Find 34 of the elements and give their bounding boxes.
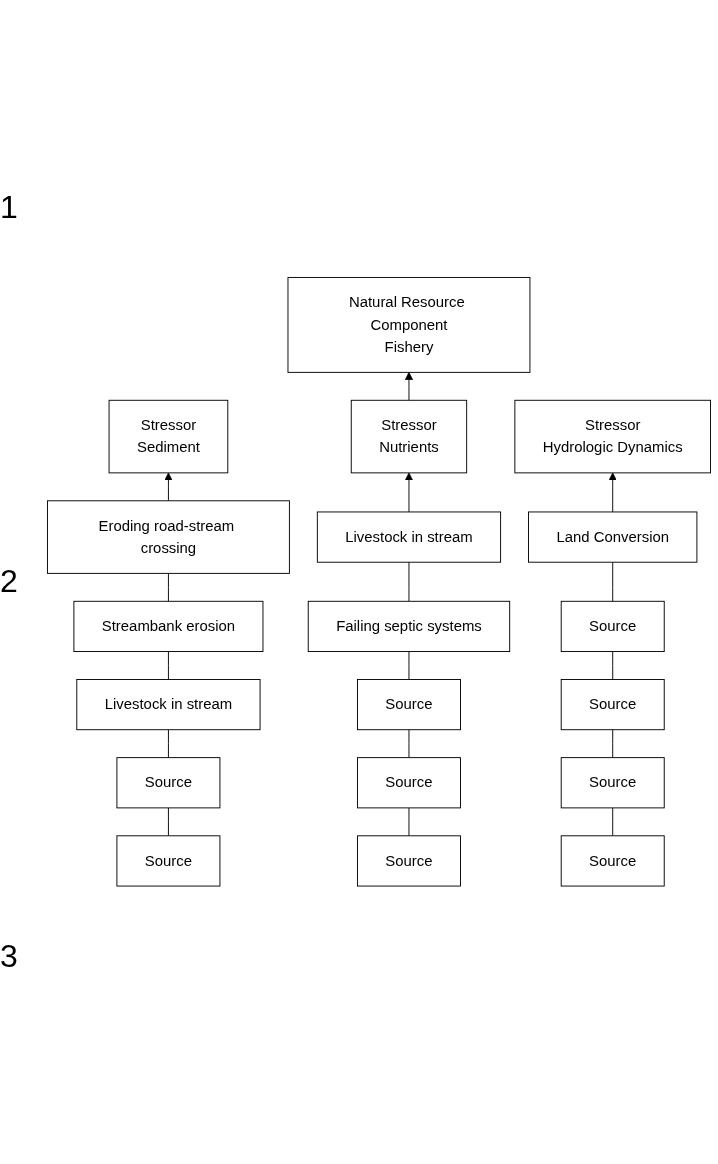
node-box: Stressor Nutrients bbox=[350, 400, 468, 474]
connector bbox=[612, 562, 614, 602]
node-box: Source bbox=[560, 757, 665, 809]
node-box: Natural Resource Component Fishery bbox=[287, 277, 531, 374]
row-number: 1 bbox=[0, 188, 19, 226]
connector bbox=[408, 651, 410, 681]
node-box: Source bbox=[116, 835, 221, 887]
node-box: Source bbox=[560, 835, 665, 887]
node-box: Stressor Sediment bbox=[108, 400, 229, 474]
connector bbox=[408, 562, 410, 602]
node-box: Livestock in stream bbox=[76, 679, 261, 731]
node-box: Eroding road-stream crossing bbox=[47, 500, 290, 575]
node-box: Source bbox=[357, 679, 461, 731]
connector bbox=[167, 729, 169, 759]
node-box: Livestock in stream bbox=[316, 511, 502, 563]
connector bbox=[167, 573, 169, 602]
node-box: Land Conversion bbox=[528, 511, 698, 563]
connector bbox=[612, 729, 614, 759]
node-box: Source bbox=[560, 679, 665, 731]
node-box: Source bbox=[357, 757, 461, 809]
node-box: Failing septic systems bbox=[307, 601, 511, 653]
row-number: 2 bbox=[0, 563, 19, 601]
connector bbox=[612, 651, 614, 681]
connector bbox=[612, 807, 614, 837]
node-box: Source bbox=[560, 601, 665, 653]
node-box: Source bbox=[357, 835, 461, 887]
node-box: Streambank erosion bbox=[73, 601, 264, 653]
connector bbox=[408, 807, 410, 837]
row-number: 3 bbox=[0, 938, 19, 976]
connector bbox=[408, 729, 410, 759]
node-box: Stressor Hydrologic Dynamics bbox=[514, 400, 711, 474]
connector bbox=[167, 651, 169, 681]
connector bbox=[167, 807, 169, 837]
node-box: Source bbox=[116, 757, 221, 809]
